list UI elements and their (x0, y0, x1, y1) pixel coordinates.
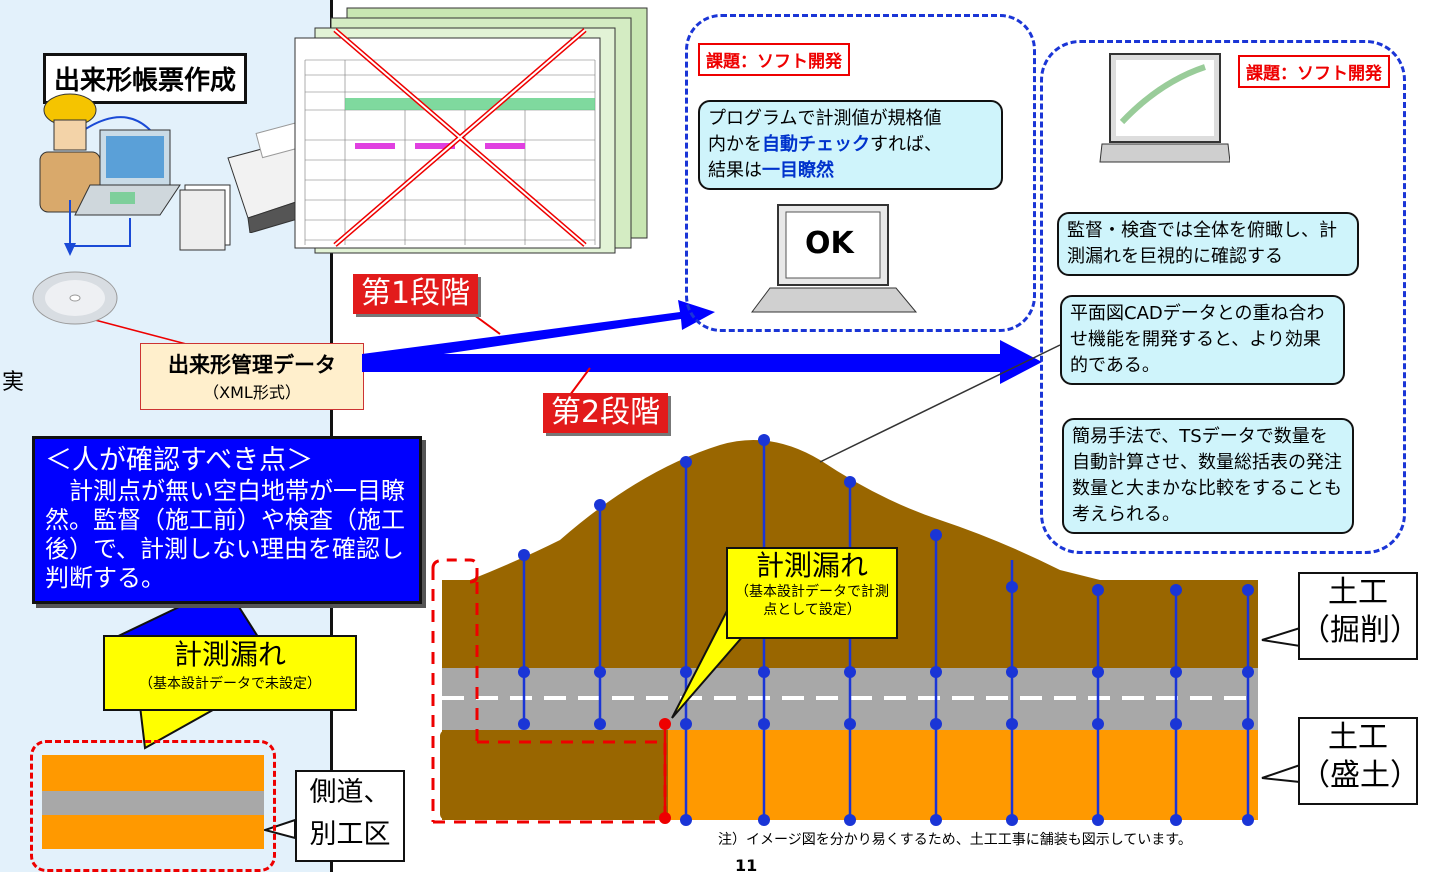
side-char: 実 (2, 370, 25, 395)
form-sheets (294, 7, 648, 254)
human-check-heading: ＜人が確認すべき点＞ (45, 445, 314, 476)
missing-set-title: 計測漏れ (755, 549, 868, 582)
page-number: 11 (735, 856, 758, 875)
missing-set-box: 計測漏れ （基本設計データで計測点として設定） (726, 547, 898, 639)
quantity-check-bubble: 簡易手法で、TSデータで数量を自動計算させ、数量総括表の発注数量と大まかな比較を… (1062, 418, 1354, 534)
task-label-software-1: 課題：ソフト開発 (698, 43, 850, 76)
auto-check-text-a: プログラムで計測値が規格値 (708, 108, 942, 129)
overview-bubble: 監督・検査では全体を俯瞰し、計測漏れを巨視的に確認する (1057, 212, 1359, 276)
embankment-label: 土工（盛土） (1298, 717, 1420, 805)
panel-auto-check (685, 14, 1036, 332)
paper-stack-icon (179, 184, 231, 251)
human-check-body: 計測点が無い空白地帯が一目瞭然。監督（施工前）や検査（施工後）で、計測しない理由… (45, 477, 405, 592)
side-road-fill-bottom (42, 815, 264, 849)
laptop-cad-icon (1099, 53, 1230, 163)
auto-check-result: 一目瞭然 (762, 160, 834, 181)
side-road-dashed-frame (30, 740, 276, 872)
auto-check-text-d: すれば、 (870, 134, 942, 155)
auto-check-text-e: 結果は (708, 160, 762, 181)
human-check-callout: ＜人が確認すべき点＞ 計測点が無い空白地帯が一目瞭然。監督（施工前）や検査（施工… (32, 436, 422, 604)
panel-overview (1040, 40, 1406, 554)
management-data-label: 出来形管理データ (168, 353, 336, 377)
side-road-text: 側道、別工区 (309, 777, 391, 850)
management-data-format: （XML形式） (203, 383, 301, 402)
side-road-fill-top (42, 755, 264, 791)
ok-screen-text: OK (805, 226, 854, 261)
cad-overlay-bubble: 平面図CADデータとの重ね合わせ機能を開発すると、より効果的である。 (1060, 295, 1345, 385)
management-data-box: 出来形管理データ （XML形式） (140, 343, 364, 410)
task-label-software-2: 課題：ソフト開発 (1238, 55, 1390, 88)
worker-illustration (39, 93, 181, 216)
stage2-label: 第2段階 (543, 393, 669, 433)
side-road-pavement (42, 791, 264, 815)
cd-disc-icon (32, 271, 118, 325)
auto-check-bubble: プログラムで計測値が規格値 内かを自動チェックすれば、 結果は一目瞭然 (698, 100, 1003, 190)
connector-lines (64, 200, 191, 346)
stage1-label: 第1段階 (353, 274, 479, 314)
footnote: 注）イメージ図を分かり易くするため、土工工事に舗装も図示しています。 (718, 832, 1192, 848)
missing-set-sub: （基本設計データで計測点として設定） (735, 584, 889, 618)
auto-check-emph: 自動チェック (762, 134, 870, 155)
missing-unset-title: 計測漏れ (173, 638, 286, 671)
laptop-ok-icon (751, 204, 918, 313)
side-road-label: 側道、別工区 (295, 770, 405, 862)
excavation-label: 土工（掘削） (1298, 572, 1420, 660)
missing-unset-box: 計測漏れ （基本設計データで未設定） (103, 635, 357, 711)
missing-unset-sub: （基本設計データで未設定） (139, 676, 321, 692)
auto-check-text-b: 内かを (708, 134, 762, 155)
